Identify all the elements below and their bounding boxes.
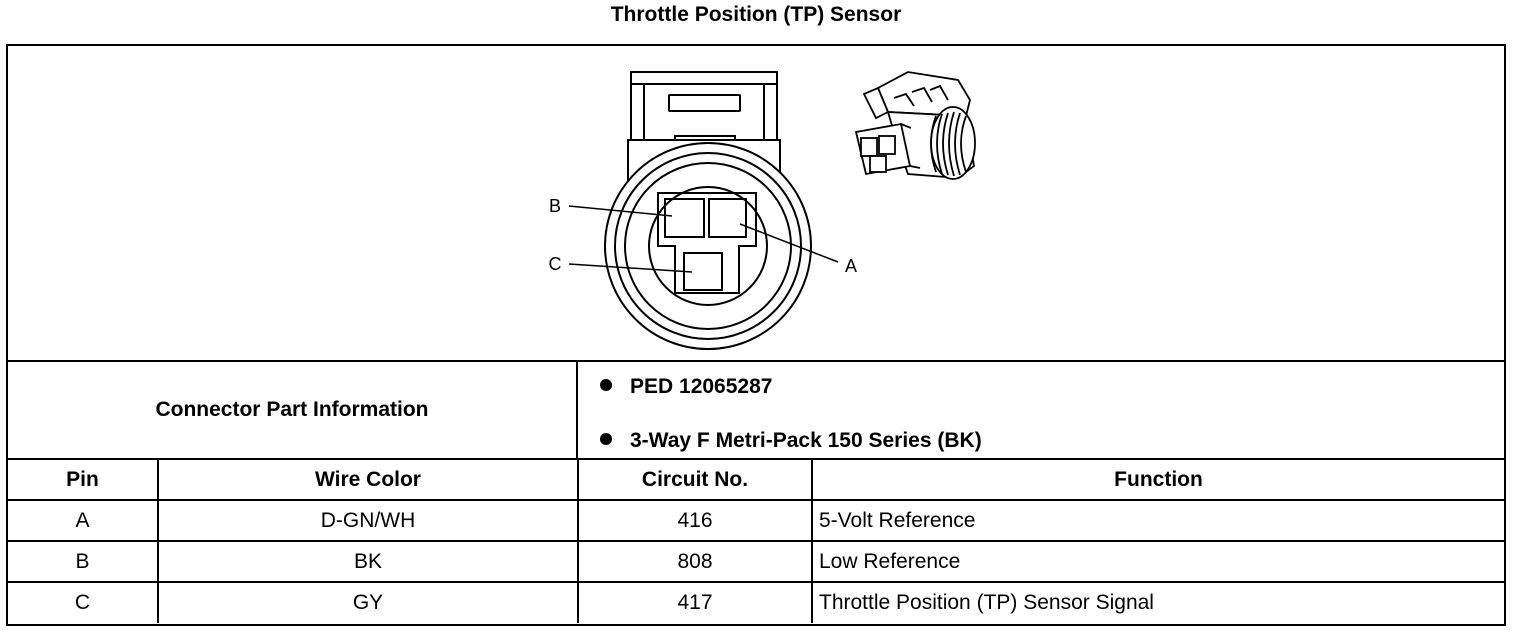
function-cell: Throttle Position (TP) Sensor Signal bbox=[811, 581, 1504, 623]
function-cell: Low Reference bbox=[811, 540, 1504, 583]
connector-isometric-view bbox=[854, 71, 976, 180]
column-header-wire-color: Wire Color bbox=[157, 458, 579, 501]
connector-part-information: Connector Part Information PED 12065287 … bbox=[8, 360, 1504, 458]
pin-label-c: C bbox=[549, 254, 562, 274]
column-header-function: Function bbox=[811, 458, 1504, 501]
wire-color-cell: BK bbox=[157, 540, 579, 583]
connector-face-drawing: B C A bbox=[549, 71, 976, 350]
table-row: C GY 417 Throttle Position (TP) Sensor S… bbox=[8, 581, 1504, 623]
part-number: PED 12065287 bbox=[630, 375, 773, 398]
pin-cell: B bbox=[8, 540, 159, 583]
connector-face-view bbox=[604, 71, 812, 350]
connector-info-list: PED 12065287 3-Way F Metri-Pack 150 Seri… bbox=[578, 362, 1504, 458]
table-row: A D-GN/WH 416 5-Volt Reference bbox=[8, 499, 1504, 542]
pin-table: Pin Wire Color Circuit No. Function A D-… bbox=[8, 458, 1504, 623]
connector-document-frame: B C A bbox=[6, 44, 1506, 626]
pin-cell: A bbox=[8, 499, 159, 542]
pin-cell: C bbox=[8, 581, 159, 623]
circuit-cell: 416 bbox=[577, 499, 813, 542]
connector-diagram: B C A bbox=[8, 46, 1504, 360]
cavity-a bbox=[708, 198, 747, 238]
bullet-icon bbox=[600, 433, 612, 445]
connector-info-item: PED 12065287 bbox=[600, 374, 772, 400]
cavity-b bbox=[664, 198, 705, 238]
function-cell: 5-Volt Reference bbox=[811, 499, 1504, 542]
column-header-pin: Pin bbox=[8, 458, 159, 501]
page-title: Throttle Position (TP) Sensor bbox=[610, 3, 902, 26]
connector-description: 3-Way F Metri-Pack 150 Series (BK) bbox=[630, 429, 982, 452]
wire-color-cell: GY bbox=[157, 581, 579, 623]
pin-label-a: A bbox=[845, 256, 857, 276]
connector-info-item: 3-Way F Metri-Pack 150 Series (BK) bbox=[600, 428, 982, 454]
wire-color-cell: D-GN/WH bbox=[157, 499, 579, 542]
table-row: B BK 808 Low Reference bbox=[8, 540, 1504, 583]
connector-info-label: Connector Part Information bbox=[8, 362, 578, 458]
pin-label-b: B bbox=[549, 196, 561, 216]
table-header-row: Pin Wire Color Circuit No. Function bbox=[8, 458, 1504, 501]
bullet-icon bbox=[600, 379, 612, 391]
circuit-cell: 417 bbox=[577, 581, 813, 623]
column-header-circuit: Circuit No. bbox=[577, 458, 813, 501]
circuit-cell: 808 bbox=[577, 540, 813, 583]
